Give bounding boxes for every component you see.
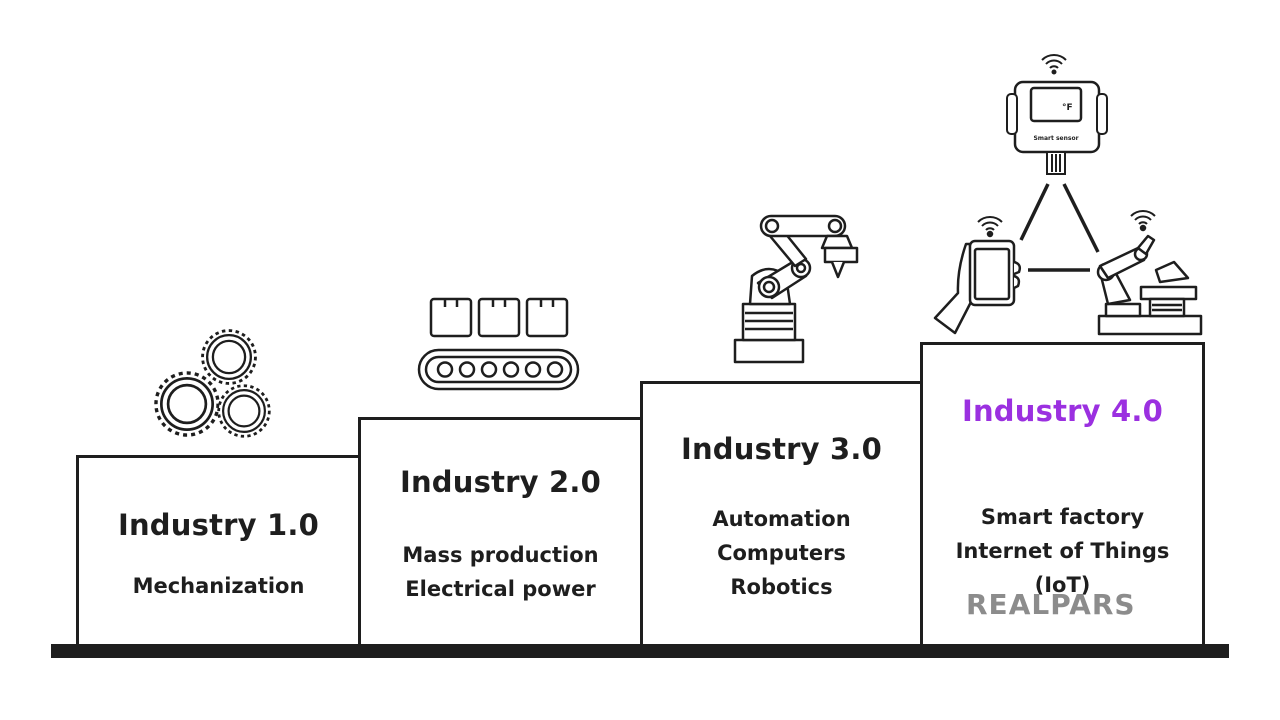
network-connections	[1019, 183, 1100, 272]
realpars-logo: REALPARS	[966, 588, 1136, 621]
step-line: (IoT)	[1034, 573, 1091, 597]
step-industry-4: Industry 4.0 Smart factory Internet of T…	[920, 342, 1205, 645]
step-line: Mechanization	[132, 574, 305, 598]
robot-arm-icon	[733, 214, 859, 364]
step-description: Mass production Electrical power	[361, 538, 640, 606]
sensor-label: Smart sensor	[1033, 135, 1078, 142]
gears-icon	[154, 329, 271, 438]
conveyor-belt-icon	[417, 297, 580, 391]
sensor-unit: °F	[1062, 103, 1073, 113]
step-line: Robotics	[730, 575, 833, 599]
step-line: Computers	[717, 541, 846, 565]
step-line: Electrical power	[405, 577, 596, 601]
step-line: Smart factory	[980, 505, 1145, 529]
step-title-highlighted: Industry 4.0	[961, 394, 1164, 428]
smartphone-hand-icon	[933, 215, 1022, 335]
step-title: Industry 3.0	[680, 432, 883, 466]
step-line: Internet of Things	[955, 539, 1170, 563]
step-line: Automation	[712, 507, 851, 531]
step-description: Smart factory Internet of Things (IoT)	[923, 500, 1202, 602]
step-line: Mass production	[402, 543, 599, 567]
step-description: Automation Computers Robotics	[643, 502, 920, 604]
smart-robot-arm-icon	[1096, 209, 1203, 336]
step-title: Industry 2.0	[399, 465, 602, 499]
step-industry-1: Industry 1.0 Mechanization	[76, 455, 361, 645]
step-industry-3: Industry 3.0 Automation Computers Roboti…	[640, 381, 923, 645]
floor-base	[51, 644, 1229, 658]
smart-sensor-icon: °F Smart sensor	[1006, 54, 1108, 175]
step-title: Industry 1.0	[117, 508, 320, 542]
step-description: Mechanization	[79, 569, 358, 603]
